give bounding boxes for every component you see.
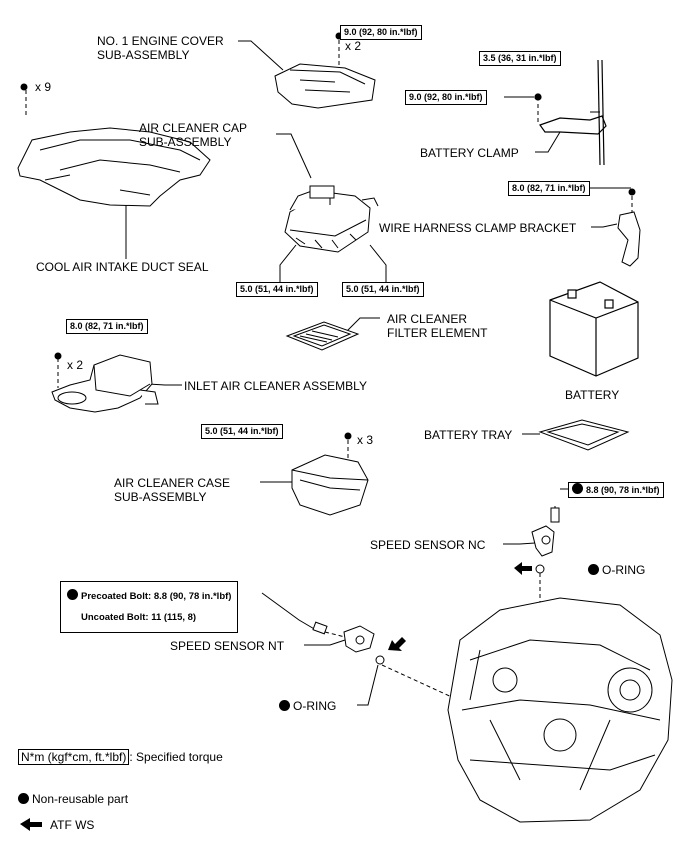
- legend-non-reusable-text: Non-reusable part: [32, 792, 129, 806]
- label-air-cleaner-cap: AIR CLEANER CAP SUB-ASSEMBLY: [139, 121, 248, 149]
- leader-air-cleaner-cap: [276, 133, 312, 179]
- speed-sensor-nt-part: [312, 621, 375, 653]
- torque-clamp-left: 9.0 (92, 80 in.*lbf): [405, 90, 487, 105]
- label-battery-tray: BATTERY TRAY: [424, 428, 513, 442]
- label-engine-cover: NO. 1 ENGINE COVER SUB-ASSEMBLY: [97, 34, 224, 62]
- non-reusable-marker: [18, 793, 29, 804]
- leader-cap-bolt-left: [279, 244, 297, 289]
- torque-case: 5.0 (51, 44 in.*lbf): [201, 424, 283, 439]
- cool-air-seal-part: [17, 83, 211, 207]
- torque-cap-right: 5.0 (51, 44 in.*lbf): [342, 282, 424, 297]
- label-inlet-assembly: INLET AIR CLEANER ASSEMBLY: [184, 379, 367, 393]
- count-inlet: x 2: [67, 358, 84, 372]
- air-cleaner-case-part: [291, 432, 369, 516]
- torque-uncoated-row: Uncoated Bolt: 11 (115, 8): [81, 612, 197, 623]
- torque-sensor-nt-box: Precoated Bolt: 8.8 (90, 78 in.*lbf) Unc…: [60, 581, 239, 633]
- torque-harness-bracket: 8.0 (82, 71 in.*lbf): [508, 181, 590, 196]
- label-case: AIR CLEANER CASE SUB-ASSEMBLY: [114, 476, 231, 504]
- o-ring-top-part: [535, 564, 545, 574]
- torque-sensor-nc: 8.8 (90, 78 in.*lbf): [568, 482, 664, 498]
- legend-torque-text: : Specified torque: [129, 750, 223, 764]
- engine-cover-part: [274, 32, 376, 109]
- inlet-assembly-part: [51, 352, 159, 413]
- o-ring-bottom-part: [375, 655, 385, 665]
- battery-part: [549, 281, 639, 377]
- torque-clamp-upper: 3.5 (36, 31 in.*lbf): [479, 51, 561, 66]
- non-reusable-marker: [588, 564, 599, 575]
- leader-o-ring-bottom: [357, 664, 379, 706]
- leader-speed-sensor-nt: [304, 639, 346, 646]
- torque-precoated-text: Precoated Bolt: 8.8 (90, 78 in.*lbf): [81, 591, 232, 602]
- leader-engine-cover: [238, 40, 284, 71]
- torque-cap-left: 5.0 (51, 44 in.*lbf): [236, 282, 318, 297]
- transaxle-part: [447, 597, 673, 823]
- leader-speed-sensor-nc: [503, 542, 536, 545]
- battery-tray-part: [538, 419, 630, 451]
- filter-element-part: [285, 321, 360, 351]
- leader-inlet-assembly: [147, 383, 182, 386]
- label-speed-sensor-nt: SPEED SENSOR NT: [170, 639, 285, 653]
- torque-precoated-row: Precoated Bolt: 8.8 (90, 78 in.*lbf): [67, 586, 231, 607]
- torque-sensor-nc-text: 8.8 (90, 78 in.*lbf): [586, 485, 660, 495]
- non-reusable-marker: [572, 483, 583, 494]
- legend-torque: N*m (kgf*cm, ft.*lbf): Specified torque: [18, 749, 223, 765]
- legend-atf: ATF WS: [50, 818, 95, 832]
- count-engine-cover: x 2: [345, 39, 362, 53]
- leader-battery-clamp: [535, 131, 561, 153]
- o-ring-bottom-text: O-RING: [293, 699, 337, 713]
- legend-torque-box: N*m (kgf*cm, ft.*lbf): [18, 749, 130, 765]
- battery-clamp-part: [534, 59, 607, 166]
- air-cleaner-cap-part: [284, 185, 379, 253]
- label-cool-air-seal: COOL AIR INTAKE DUCT SEAL: [36, 260, 209, 274]
- label-battery-clamp: BATTERY CLAMP: [420, 146, 519, 160]
- label-o-ring-top: O-RING: [588, 563, 645, 577]
- atf-arrow-bottom: [388, 637, 406, 651]
- torque-engine-cover: 9.0 (92, 80 in.*lbf): [340, 25, 422, 40]
- torque-inlet: 8.0 (82, 71 in.*lbf): [66, 319, 148, 334]
- non-reusable-marker: [67, 589, 78, 600]
- label-battery: BATTERY: [565, 388, 620, 402]
- leader-harness-bracket: [591, 223, 618, 228]
- label-speed-sensor-nc: SPEED SENSOR NC: [370, 538, 486, 552]
- non-reusable-marker: [279, 700, 290, 711]
- leader-filter-element: [345, 317, 380, 333]
- legend-non-reusable: Non-reusable part: [18, 792, 128, 806]
- atf-legend-arrow: [20, 818, 42, 831]
- leader-cap-bolt-right: [369, 244, 387, 289]
- atf-arrow-top: [514, 562, 532, 575]
- speed-sensor-nc-part: [531, 507, 560, 557]
- count-cool-air-seal: x 9: [35, 80, 52, 94]
- label-filter-element: AIR CLEANER FILTER ELEMENT: [387, 312, 488, 340]
- o-ring-top-text: O-RING: [602, 563, 646, 577]
- label-o-ring-bottom: O-RING: [279, 699, 336, 713]
- label-wire-harness-bracket: WIRE HARNESS CLAMP BRACKET: [379, 221, 577, 235]
- wire-harness-bracket-part: [617, 188, 641, 267]
- count-case: x 3: [357, 433, 374, 447]
